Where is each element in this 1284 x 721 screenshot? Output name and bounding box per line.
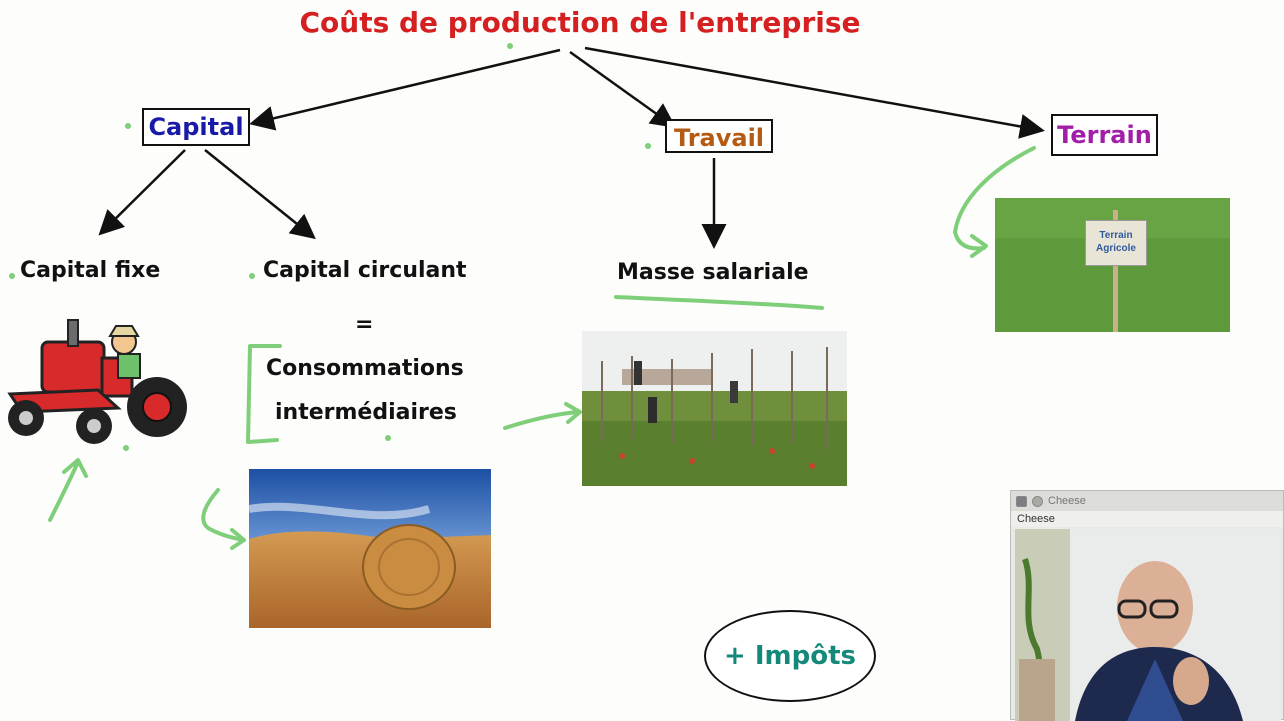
node-travail-label: Travail xyxy=(673,124,765,152)
window-close-icon[interactable] xyxy=(1032,495,1043,507)
label-capital-circulant: Capital circulant xyxy=(263,258,467,283)
green-dot xyxy=(249,273,255,279)
arrow-to-capital-circulant xyxy=(204,149,316,240)
arrow-to-capital xyxy=(249,48,561,131)
label-equals: = xyxy=(355,312,374,337)
green-dot xyxy=(9,273,15,279)
green-dot xyxy=(385,435,391,441)
cheese-titlebar[interactable]: Cheese xyxy=(1011,491,1283,511)
green-bracket xyxy=(246,344,282,444)
cheese-window-title: Cheese xyxy=(1048,495,1086,507)
node-capital: Capital xyxy=(142,108,250,146)
impots-ellipse: + Impôts xyxy=(704,610,876,702)
label-capital-fixe: Capital fixe xyxy=(20,258,161,283)
label-masse-salariale: Masse salariale xyxy=(617,260,809,285)
node-travail: Travail xyxy=(665,119,773,153)
window-menu-icon[interactable] xyxy=(1016,495,1027,507)
green-arrow-terrain xyxy=(953,146,1036,258)
green-arrow-tractor xyxy=(48,458,88,522)
cheese-window[interactable]: Cheese Cheese xyxy=(1010,490,1284,721)
arrow-to-terrain xyxy=(584,46,1045,139)
field-sign-photo: Terrain Agricole xyxy=(995,198,1230,332)
green-arrow-orchard xyxy=(503,402,582,430)
webcam-video xyxy=(1015,529,1281,721)
sign-line-1: Terrain xyxy=(1099,230,1133,241)
arrow-to-capital-fixe xyxy=(98,149,186,236)
tractor-image xyxy=(7,319,187,444)
green-dot xyxy=(125,123,131,129)
node-terrain-label: Terrain xyxy=(1057,121,1152,149)
label-intermediaires: intermédiaires xyxy=(275,400,457,425)
hay-bale-photo xyxy=(249,469,491,628)
green-dot xyxy=(123,445,129,451)
green-dot xyxy=(507,43,513,49)
node-terrain: Terrain xyxy=(1051,114,1158,156)
impots-label: + Impôts xyxy=(724,641,856,671)
label-consommations: Consommations xyxy=(266,356,464,381)
green-underline-masse xyxy=(614,295,824,310)
green-dot xyxy=(645,143,651,149)
node-capital-label: Capital xyxy=(148,113,244,141)
page-title: Coûts de production de l'entreprise xyxy=(299,6,861,39)
green-arrow-hay xyxy=(201,488,246,550)
arrow-to-travail xyxy=(569,50,677,128)
sign-line-2: Agricole xyxy=(1095,243,1136,254)
cheese-menubar[interactable]: Cheese xyxy=(1011,511,1283,527)
orchard-workers-photo xyxy=(582,331,847,486)
terrain-agricole-sign: Terrain Agricole xyxy=(1085,220,1147,266)
